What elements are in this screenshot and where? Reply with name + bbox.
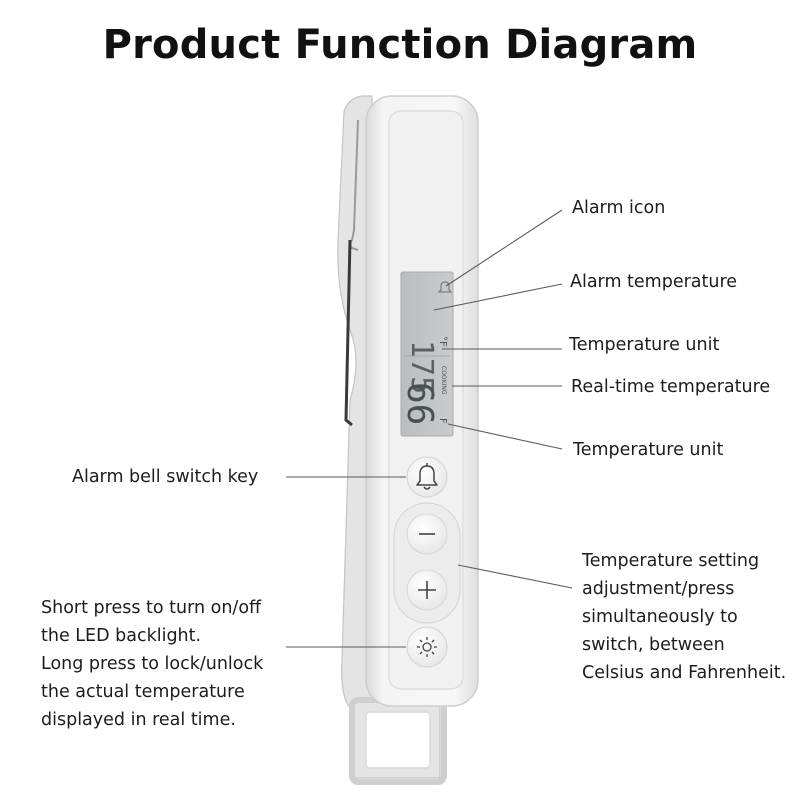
- temp-unit-top: °F: [437, 336, 448, 347]
- label-temp-setting: Temperature setting adjustment/press sim…: [582, 547, 797, 687]
- temp-setting-line: simultaneously to: [582, 607, 738, 627]
- label-temperature-unit-1: Temperature unit: [569, 335, 720, 355]
- minus-button[interactable]: [406, 513, 448, 555]
- temp-setting-line: switch, between: [582, 635, 725, 655]
- plus-icon: [418, 581, 436, 599]
- plus-button[interactable]: [406, 569, 448, 611]
- label-backlight: Short press to turn on/off the LED backl…: [41, 594, 291, 734]
- label-temperature-unit-2: Temperature unit: [573, 440, 724, 460]
- backlight-line: Long press to lock/unlock: [41, 654, 264, 674]
- label-alarm-bell-switch-key: Alarm bell switch key: [72, 467, 259, 487]
- temp-setting-line: Celsius and Fahrenheit.: [582, 663, 787, 683]
- backlight-line: the LED backlight.: [41, 626, 202, 646]
- temp-setting-line: Temperature setting: [582, 551, 760, 571]
- temp-unit-bottom: F: [437, 418, 448, 424]
- lcd-screen: 175 °F COOKING 66 F: [399, 271, 454, 437]
- mode-label: COOKING: [440, 366, 447, 395]
- label-alarm-temperature: Alarm temperature: [570, 272, 738, 292]
- backlight-line: Short press to turn on/off: [41, 598, 262, 618]
- real-temp-value: 66: [399, 382, 440, 425]
- page-title: Product Function Diagram: [102, 22, 698, 68]
- backlight-line: displayed in real time.: [41, 710, 236, 730]
- label-real-time-temperature: Real-time temperature: [571, 377, 771, 397]
- backlight-line: the actual temperature: [41, 682, 245, 702]
- alarm-temp-value: 175: [404, 340, 439, 394]
- alarm-bell-button[interactable]: [406, 456, 448, 498]
- label-alarm-icon: Alarm icon: [572, 198, 666, 218]
- backlight-button[interactable]: [406, 626, 448, 668]
- probe-frame: [337, 95, 447, 785]
- sun-icon: [417, 637, 437, 657]
- bell-icon: [416, 463, 438, 490]
- temp-setting-line: adjustment/press: [582, 579, 735, 599]
- leader-lines: [286, 209, 573, 648]
- alarm-icon: [437, 281, 453, 293]
